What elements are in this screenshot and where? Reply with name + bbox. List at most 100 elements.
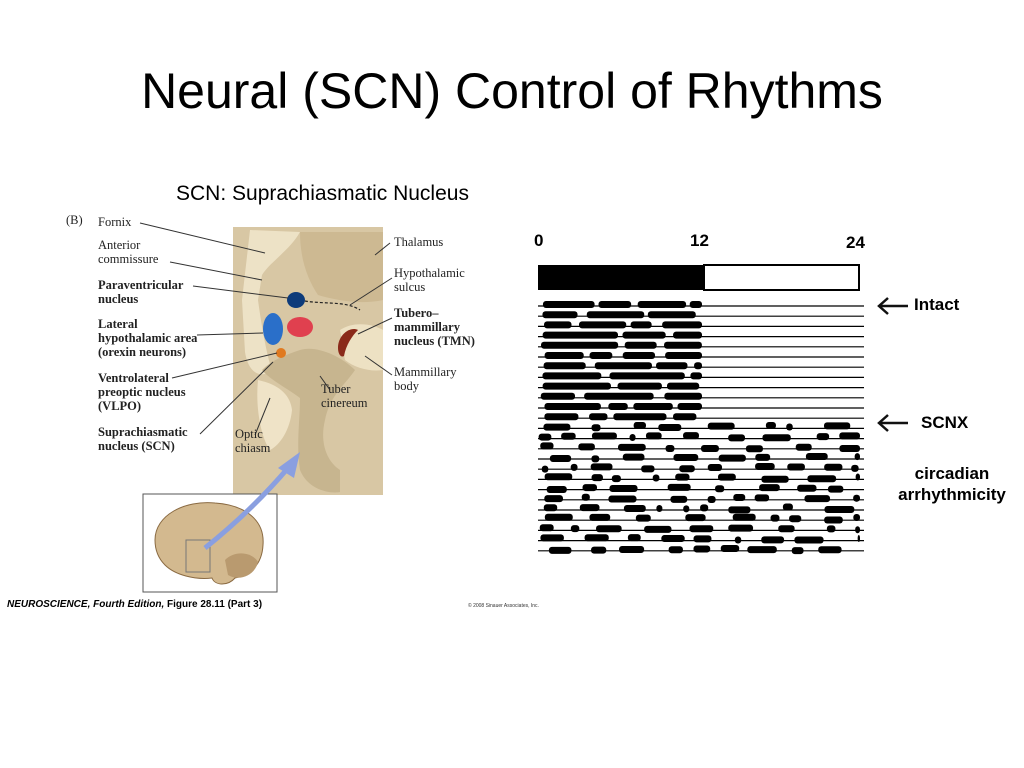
activity-bout xyxy=(754,494,770,502)
activity-bout xyxy=(596,525,622,533)
activity-bout xyxy=(540,442,554,450)
activity-bout xyxy=(609,372,685,380)
activity-bout xyxy=(652,474,660,482)
activity-bout xyxy=(539,524,554,532)
activity-bout xyxy=(667,382,700,390)
activity-bout xyxy=(755,453,771,461)
activity-bout xyxy=(689,301,702,308)
intact-label: Intact xyxy=(914,295,960,314)
activity-bout xyxy=(544,513,573,521)
activity-bout xyxy=(544,413,579,421)
activity-bout xyxy=(656,362,688,370)
activity-bout xyxy=(579,504,600,512)
tick-label-24: 24 xyxy=(846,233,865,252)
activity-bout xyxy=(630,321,652,329)
activity-bout xyxy=(675,473,690,481)
activity-bout xyxy=(733,494,746,502)
activity-bout xyxy=(591,432,617,440)
activity-bout xyxy=(664,341,702,349)
activity-bout xyxy=(623,504,646,512)
activity-bout xyxy=(590,463,613,471)
tick-label-12: 12 xyxy=(690,231,709,250)
light-dark-bar-dark xyxy=(538,265,704,290)
activity-bout xyxy=(549,454,572,462)
vlpo-nucleus xyxy=(276,348,286,358)
activity-bout xyxy=(544,473,573,481)
activity-bout xyxy=(541,465,549,473)
activity-bout xyxy=(804,495,831,503)
activity-bout xyxy=(854,453,860,461)
inset-cerebellum-shape xyxy=(225,553,258,578)
activity-bout xyxy=(700,445,719,453)
activity-bout xyxy=(816,433,830,441)
activity-bout xyxy=(570,463,578,471)
activity-bout xyxy=(670,495,688,503)
activity-bout xyxy=(544,352,584,359)
label-tmn: Tubero– mammillary nucleus (TMN) xyxy=(394,306,475,348)
activity-bout xyxy=(720,545,740,553)
activity-bout xyxy=(584,534,609,542)
activity-bout xyxy=(584,392,654,400)
activity-bout xyxy=(787,463,805,471)
activity-bout xyxy=(591,546,607,554)
activity-bout xyxy=(594,362,652,370)
activity-bout xyxy=(778,525,795,533)
activity-bout xyxy=(707,422,735,430)
activity-bout xyxy=(839,445,860,453)
activity-bout xyxy=(622,453,645,461)
activity-bout xyxy=(770,514,780,522)
activity-bout xyxy=(665,444,675,452)
activity-bout xyxy=(824,463,843,471)
copyright-text: © 2008 Sinauer Associates, Inc. xyxy=(468,603,539,609)
activity-bout xyxy=(546,485,567,493)
activity-bout xyxy=(582,484,598,492)
label-mammillary-body: Mammillary body xyxy=(394,365,457,393)
activity-bout xyxy=(589,352,613,359)
activity-bout xyxy=(694,362,702,370)
activity-bout xyxy=(855,473,860,481)
activity-bout xyxy=(759,484,780,492)
activity-bout xyxy=(853,513,860,521)
caption-book: NEUROSCIENCE, Fourth Edition, xyxy=(7,599,165,610)
label-paraventricular: Paraventricular nucleus xyxy=(98,278,184,306)
label-optic-chiasm: Optic chiasm xyxy=(235,427,271,455)
activity-bout xyxy=(608,495,637,503)
activity-bout xyxy=(761,536,785,544)
activity-bout xyxy=(677,403,702,410)
activity-bout xyxy=(715,485,725,493)
activity-bout xyxy=(586,311,645,319)
activity-bout xyxy=(635,514,651,522)
label-tuber-cinereum: Tuber cinereum xyxy=(321,382,368,410)
activity-bout xyxy=(855,526,860,534)
paraventricular-nucleus xyxy=(287,292,305,308)
activity-bout xyxy=(611,475,621,483)
activity-bout xyxy=(598,301,632,308)
activity-bout xyxy=(853,494,860,502)
hypothalamus-lower-shape xyxy=(262,348,355,493)
activity-bout xyxy=(857,535,860,543)
activity-bout xyxy=(543,423,571,431)
optic-region-shape xyxy=(257,380,292,450)
activity-bout xyxy=(617,382,662,390)
activity-bout xyxy=(589,413,608,421)
activity-bout xyxy=(795,443,812,451)
label-vlpo: Ventrolateral preoptic nucleus (VLPO) xyxy=(98,371,186,413)
activity-bout xyxy=(673,454,699,462)
activity-bout xyxy=(797,484,817,492)
scnx-arrow xyxy=(877,414,908,432)
slide-subtitle: SCN: Suprachiasmatic Nucleus xyxy=(176,182,469,205)
label-lateral-hypothalamic: Lateral hypothalamic area (orexin neuron… xyxy=(98,317,198,359)
activity-bout xyxy=(827,485,844,493)
activity-bout xyxy=(728,506,751,514)
activity-bout xyxy=(761,475,789,483)
activity-bout xyxy=(637,301,687,308)
activity-bout xyxy=(700,504,709,512)
activity-bout xyxy=(665,352,702,359)
activity-bout xyxy=(824,516,843,524)
activity-bout xyxy=(683,432,699,440)
activity-bout xyxy=(622,331,666,339)
activity-bout xyxy=(745,445,763,453)
scnx-label: SCNX xyxy=(921,413,969,432)
activity-bout xyxy=(662,321,702,329)
